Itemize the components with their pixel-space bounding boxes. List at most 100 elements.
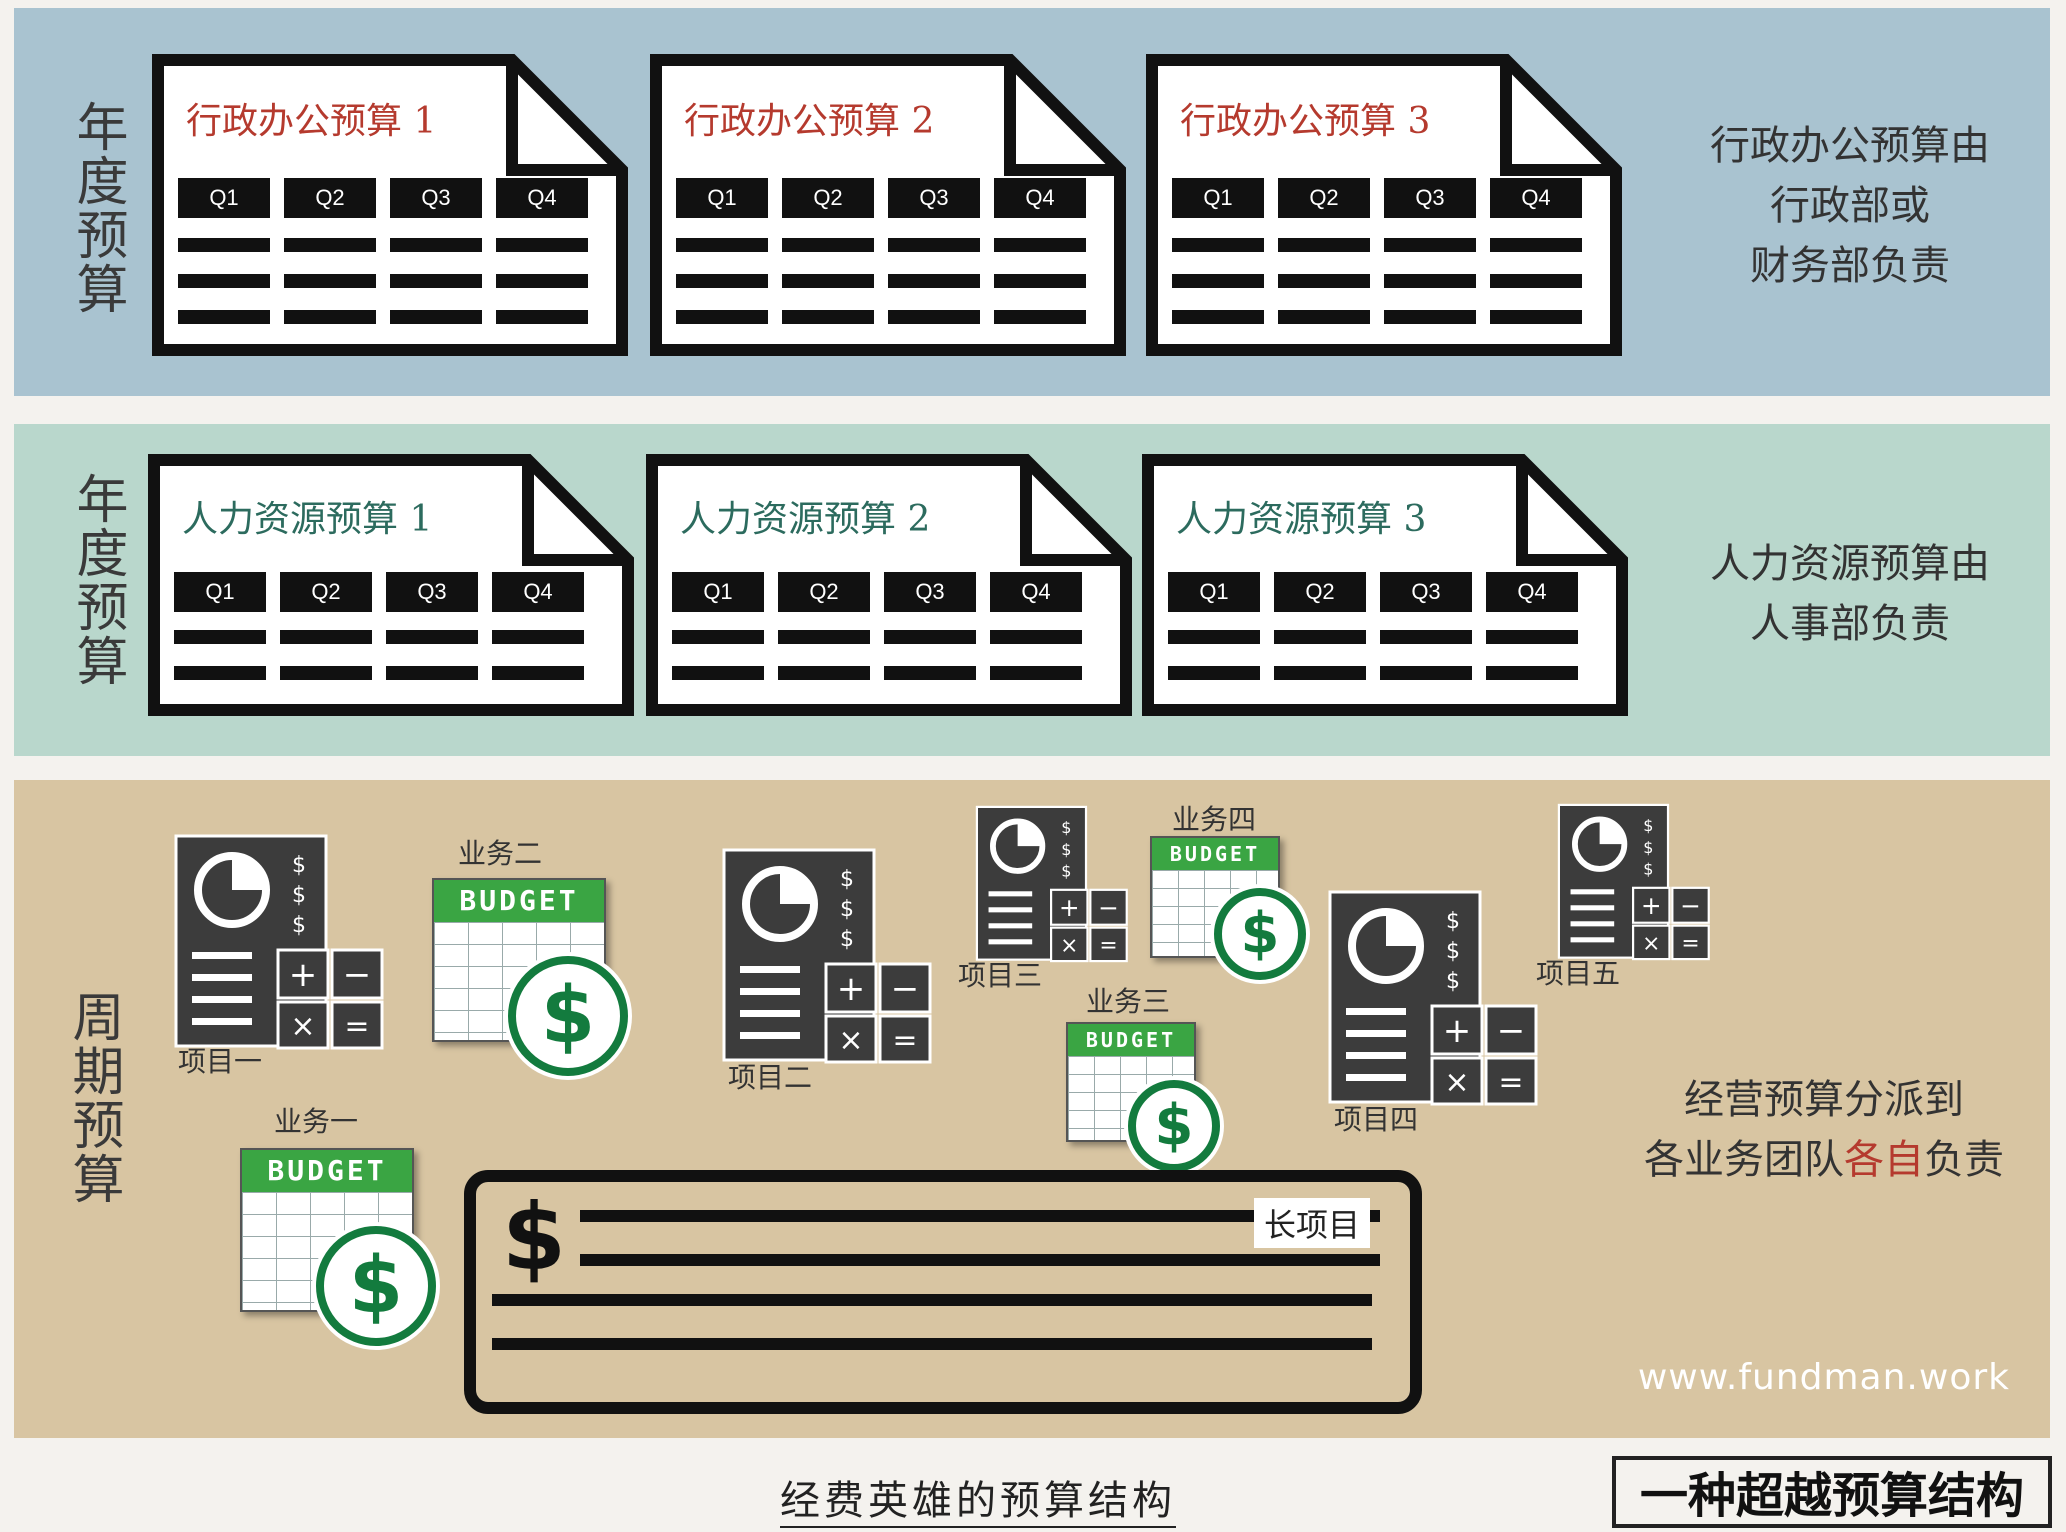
project-label: 项目三 (958, 959, 1043, 992)
budget-doc: 人力资源预算 1 Q1 Q2 Q3 Q4 (148, 454, 634, 716)
admin-responsibility-text: 行政办公预算由 行政部或 财务部负责 (1670, 116, 2030, 296)
svg-text:+: + (837, 969, 866, 1009)
business-label: 业务四 (1172, 803, 1257, 836)
svg-text:$: $ (840, 927, 854, 952)
annual-budget-band-admin: 年度预算 行政办公预算 1 Q1 Q2 Q3 Q4 行政办公预算 2 Q1 Q2… (14, 8, 2050, 396)
business-label: 业务一 (274, 1105, 359, 1138)
svg-text:×: × (1642, 931, 1660, 956)
annual-budget-band-hr: 年度预算 人力资源预算 1 Q1 Q2 Q3 Q4 人力资源预算 2 Q1 Q2… (14, 424, 2050, 756)
calculator-report-icon: $ $ $ + − × = (722, 848, 932, 1064)
watermark-url: www.fundman.work (1637, 1357, 2010, 1398)
project-label: 项目二 (728, 1061, 813, 1094)
footer-box-title: 一种超越预算结构 (1612, 1456, 2052, 1528)
footer-title: 经费英雄的预算结构 (780, 1468, 1176, 1528)
quarter-q4: Q4 (496, 178, 588, 218)
budget-doc: 人力资源预算 3 Q1 Q2 Q3 Q4 (1142, 454, 1628, 716)
svg-text:$: $ (1061, 840, 1071, 859)
doc-title: 人力资源预算 1 (182, 499, 433, 540)
doc-lines (672, 630, 1082, 702)
long-project-label: 长项目 (1254, 1198, 1371, 1248)
quarter-q2: Q2 (280, 572, 372, 612)
side-text-emphasis: 各自 (1844, 1137, 1924, 1183)
budget-header: BUDGET (434, 880, 604, 922)
doc-title: 人力资源预算 3 (1176, 499, 1427, 540)
doc-title: 行政办公预算 3 (1180, 101, 1431, 142)
svg-text:$: $ (1643, 838, 1653, 857)
budget-doc: 人力资源预算 2 Q1 Q2 Q3 Q4 (646, 454, 1132, 716)
project-label: 项目一 (178, 1045, 263, 1078)
quarter-q2: Q2 (778, 572, 870, 612)
svg-text:−: − (343, 955, 372, 995)
svg-text:−: − (1098, 893, 1119, 922)
quarter-q3: Q3 (1384, 178, 1476, 218)
side-line: 经营预算分派到 (1684, 1077, 1964, 1123)
svg-text:+: + (1059, 893, 1080, 922)
svg-text:×: × (838, 1023, 863, 1058)
svg-text:−: − (1497, 1011, 1526, 1051)
doc-lines (1168, 630, 1578, 702)
svg-text:=: = (892, 1023, 917, 1058)
doc-title: 行政办公预算 2 (684, 101, 935, 142)
doc-title: 行政办公预算 1 (186, 101, 437, 142)
quarter-q1: Q1 (174, 572, 266, 612)
quarter-q2: Q2 (782, 178, 874, 218)
long-project-icon (464, 1170, 1422, 1414)
business-label: 业务三 (1086, 985, 1171, 1018)
budget-header: BUDGET (1152, 838, 1278, 870)
business-responsibility-text: 经营预算分派到 各业务团队各自负责 (1614, 1070, 2034, 1190)
dollar-sign: $ (502, 1184, 567, 1291)
doc-lines (676, 238, 1086, 346)
svg-text:$: $ (1446, 909, 1460, 934)
calculator-report-icon: $ $ $ + − × = (975, 805, 1128, 963)
quarter-q1: Q1 (1172, 178, 1264, 218)
doc-lines (174, 630, 584, 702)
budget-doc: 行政办公预算 1 Q1 Q2 Q3 Q4 (152, 54, 628, 356)
budget-header: BUDGET (242, 1150, 412, 1192)
side-text-part: 负责 (1924, 1137, 2004, 1183)
quarter-q2: Q2 (1274, 572, 1366, 612)
svg-text:+: + (1443, 1011, 1472, 1051)
band-label: 年度预算 (67, 472, 127, 688)
side-line: 人力资源预算由 (1710, 541, 1990, 587)
side-line: 人事部负责 (1750, 601, 1950, 647)
svg-text:$: $ (292, 913, 306, 938)
quarter-q3: Q3 (884, 572, 976, 612)
doc-title: 人力资源预算 2 (680, 499, 931, 540)
business-label: 业务二 (458, 837, 543, 870)
budget-doc: 行政办公预算 3 Q1 Q2 Q3 Q4 (1146, 54, 1622, 356)
hr-responsibility-text: 人力资源预算由 人事部负责 (1670, 534, 2030, 654)
side-line: 行政办公预算由 (1710, 123, 1990, 169)
period-budget-band: 周期预算 $ $ $ + − × = 项目一 $ $ $ + − × = 项目二 (14, 780, 2050, 1438)
quarter-q1: Q1 (1168, 572, 1260, 612)
svg-text:=: = (344, 1009, 369, 1044)
svg-text:×: × (290, 1009, 315, 1044)
dollar-coin-icon: $ (1128, 1080, 1220, 1172)
side-line: 行政部或 (1770, 183, 1930, 229)
band-label: 周期预算 (63, 990, 123, 1206)
quarter-q4: Q4 (492, 572, 584, 612)
dollar-coin-icon: $ (316, 1226, 436, 1346)
svg-text:$: $ (1643, 860, 1653, 879)
doc-lines (1172, 238, 1582, 346)
side-line: 各业务团队各自负责 (1614, 1130, 2034, 1190)
quarter-q2: Q2 (284, 178, 376, 218)
budget-doc: 行政办公预算 2 Q1 Q2 Q3 Q4 (650, 54, 1126, 356)
quarter-q3: Q3 (888, 178, 980, 218)
quarter-q1: Q1 (676, 178, 768, 218)
svg-text:×: × (1444, 1065, 1469, 1100)
calculator-report-icon: $ $ $ + − × = (174, 834, 384, 1050)
svg-text:−: − (891, 969, 920, 1009)
svg-text:=: = (1498, 1065, 1523, 1100)
quarter-q1: Q1 (672, 572, 764, 612)
band-label: 年度预算 (67, 100, 127, 316)
svg-text:=: = (1099, 933, 1117, 958)
project-label: 项目五 (1536, 957, 1621, 990)
quarter-q4: Q4 (994, 178, 1086, 218)
svg-text:−: − (1680, 891, 1701, 920)
svg-text:$: $ (1061, 818, 1071, 837)
svg-text:=: = (1681, 931, 1699, 956)
svg-text:$: $ (292, 853, 306, 878)
budget-header: BUDGET (1068, 1024, 1194, 1056)
side-text-part: 各业务团队 (1644, 1137, 1844, 1183)
svg-text:$: $ (840, 867, 854, 892)
